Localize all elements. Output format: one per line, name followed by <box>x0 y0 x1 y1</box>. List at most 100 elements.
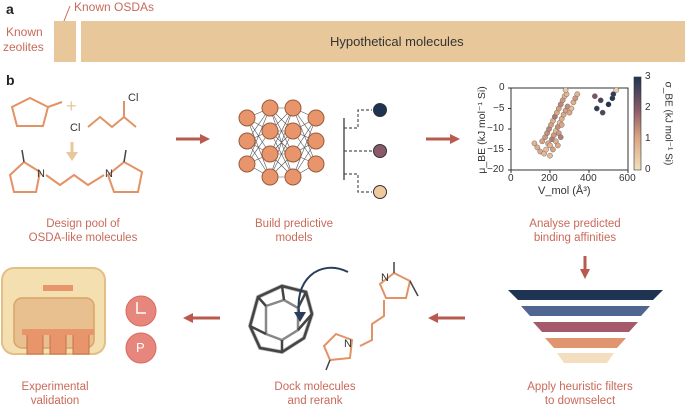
nn-edge <box>269 107 294 155</box>
vial-shelf <box>22 329 94 335</box>
nn-node <box>238 155 256 173</box>
output-node-navy <box>373 103 387 117</box>
colorbar-label: σ_BE (kJ mol⁻¹ Si) <box>662 81 674 166</box>
scatter-point <box>613 87 620 93</box>
panel-a-bar <box>54 5 685 62</box>
funnel-layer-1 <box>508 290 663 300</box>
scatter-point <box>592 93 598 99</box>
scatter-point <box>610 91 617 97</box>
nn-edge <box>269 130 294 178</box>
scatter-point <box>574 91 581 97</box>
scatter-point <box>568 105 575 112</box>
plot-area <box>510 87 629 171</box>
scatter-point <box>547 152 553 159</box>
known-osdas-label: Known OSDAs <box>74 0 155 14</box>
known-zeolites-line1: Known <box>6 25 43 39</box>
known-osdas-pointer <box>63 5 71 22</box>
docked-molecule <box>322 262 419 371</box>
colorbar-tick-label: 2 <box>645 102 651 113</box>
pressure-p-label: P <box>136 340 145 355</box>
step-dock-line1: Dock molecules <box>274 381 356 393</box>
step-analyse-caption: Analyse predicted binding affinities <box>500 217 650 245</box>
step-filter-caption: Apply heuristic filters to downselect <box>495 380 665 408</box>
scatter-point <box>539 138 546 145</box>
cl-top-label: Cl <box>128 92 139 104</box>
cl-bottom-label: Cl <box>70 122 81 134</box>
step-dock-caption: Dock molecules and rerank <box>255 380 375 408</box>
nn-node <box>238 132 256 150</box>
nn-node <box>261 145 279 163</box>
scatter-point <box>531 140 538 147</box>
experimental-validation-drawing <box>1 267 157 364</box>
hypothetical-segment <box>81 21 685 62</box>
y-tick-label: 0 <box>499 82 505 93</box>
lab-slot-top <box>43 285 73 291</box>
x-tick-label: 0 <box>508 173 514 184</box>
y-tick-label: −20 <box>487 164 504 175</box>
scatter-point <box>550 146 556 153</box>
funnel-layer-4 <box>545 338 626 348</box>
clock-icon <box>125 295 157 327</box>
funnel-layer-3 <box>533 322 638 332</box>
scatter-point <box>555 142 561 149</box>
step-validation-line1: Experimental <box>21 381 89 393</box>
dock-n-bottom-label: N <box>344 338 352 350</box>
y-tick-label: −15 <box>487 143 504 155</box>
panel-b-label: b <box>6 72 15 88</box>
output-branch-bottom <box>344 173 372 193</box>
step-validation-line2: validation <box>30 395 80 407</box>
colorbar-tick-label: 0 <box>645 164 651 175</box>
known-zeolites-segment <box>54 21 76 62</box>
scatter-point <box>557 134 564 140</box>
scatter-point <box>605 101 612 108</box>
hypothetical-molecules-label: Hypothetical molecules <box>330 34 464 49</box>
docking-arrow <box>297 266 349 319</box>
step-arrows <box>176 134 590 323</box>
docking-drawing <box>247 262 419 371</box>
colorbar-tick-label: 3 <box>645 71 651 82</box>
heuristic-filter-funnel <box>508 290 663 363</box>
scatter-point <box>543 146 549 153</box>
funnel-layer-2 <box>521 306 650 316</box>
nplus-left-label: N <box>37 168 45 180</box>
colorbar-tick-label: 1 <box>645 133 651 144</box>
chart-x-label: V_mol (Å³) <box>538 185 591 197</box>
zeolite-cage <box>247 283 315 355</box>
pressure-icon <box>125 332 157 364</box>
step-dock-line2: and rerank <box>287 395 343 407</box>
binding-affinity-chart <box>508 76 642 173</box>
step-models-line1: Build predictive <box>255 218 333 230</box>
nn-node <box>284 168 302 186</box>
step-filter-line1: Apply heuristic filters <box>527 381 633 393</box>
step-filter-line2: to downselect <box>544 395 616 407</box>
vial-2 <box>49 333 67 355</box>
x-tick-label: 200 <box>541 173 558 184</box>
nn-node <box>284 122 302 140</box>
nplus-right-label: N <box>105 168 113 180</box>
step-validation-caption: Experimental validation <box>0 380 110 408</box>
output-node-beige <box>373 185 387 199</box>
nn-node <box>307 132 325 150</box>
plus-sign: + <box>66 96 77 116</box>
step-analyse-line1: Analyse predicted <box>529 218 621 230</box>
step-design-line1: Design pool of <box>46 218 120 230</box>
vial-1 <box>26 333 44 355</box>
step-design-caption: Design pool of OSDA-like molecules <box>8 217 158 245</box>
x-tick-label: 400 <box>580 173 597 184</box>
step-models-line2: models <box>275 232 313 244</box>
scatter-point <box>547 142 553 149</box>
colorbar <box>633 76 642 171</box>
nn-node <box>307 155 325 173</box>
nn-node <box>261 122 279 140</box>
nn-node <box>284 99 302 117</box>
neural-network <box>238 99 387 199</box>
scatter-point <box>562 87 569 93</box>
scatter-point <box>594 105 600 112</box>
panel-a-label: a <box>6 1 14 17</box>
dock-n-top-label: N <box>381 272 389 284</box>
osda-design-drawing <box>8 96 144 193</box>
nn-edge <box>246 107 271 165</box>
nn-edge <box>292 117 317 178</box>
nn-edge <box>269 107 294 178</box>
